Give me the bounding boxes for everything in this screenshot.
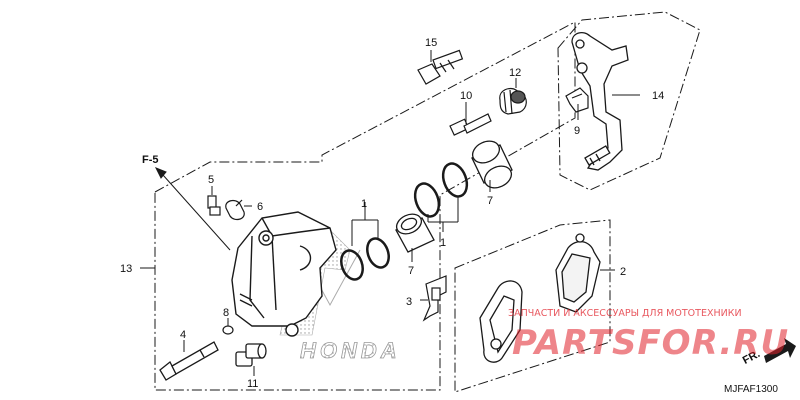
part-11-plug[interactable] — [235, 343, 267, 367]
reference-label-f5: F-5 — [142, 154, 159, 166]
caliper-body[interactable] — [231, 211, 337, 337]
leader-lines — [140, 50, 640, 376]
part-8-small-cap[interactable] — [222, 325, 234, 335]
callout-15: 15 — [425, 37, 437, 49]
callout-8: 8 — [223, 307, 229, 319]
callout-10: 10 — [460, 90, 472, 102]
part-7-piston-lower[interactable] — [393, 210, 435, 253]
part-1-seals-upper[interactable] — [411, 160, 471, 219]
watermark-logo-text: PARTSFOR.RU — [512, 323, 789, 363]
callout-7-upper: 7 — [487, 195, 493, 207]
part-12-boot[interactable] — [499, 87, 527, 115]
honda-brand-text: HONDA — [300, 338, 401, 363]
part-10-pin[interactable] — [449, 113, 492, 136]
callout-6: 6 — [257, 201, 263, 213]
callout-3: 3 — [406, 296, 412, 308]
part-5-bleeder[interactable] — [207, 195, 221, 216]
callout-13: 13 — [120, 263, 132, 275]
callout-11: 11 — [247, 378, 258, 390]
callout-12: 12 — [509, 67, 521, 79]
part-2-brake-pad-right[interactable] — [555, 233, 601, 313]
part-2-brake-pad-left[interactable] — [479, 280, 523, 363]
part-15-bolt[interactable] — [417, 49, 464, 85]
callout-1-upper: 1 — [361, 198, 367, 210]
part-6-cap[interactable] — [225, 199, 245, 221]
callout-9: 9 — [574, 125, 580, 137]
part-1-seals-lower[interactable] — [337, 235, 392, 282]
part-4-slide-pin[interactable] — [159, 341, 219, 381]
part-7-piston-upper[interactable] — [469, 137, 515, 192]
callout-2: 2 — [620, 266, 626, 278]
callout-4: 4 — [180, 329, 186, 341]
diagram-code: MJFAF1300 — [724, 384, 778, 395]
bracket-group-outline — [557, 11, 701, 191]
part-9-clip[interactable] — [565, 87, 589, 113]
callout-14: 14 — [652, 90, 664, 102]
group-outlines — [154, 11, 701, 393]
callout-5: 5 — [208, 174, 214, 186]
callout-numbers: 15 12 10 9 14 7 7 1 1 2 3 5 6 8 4 11 13 … — [120, 37, 664, 390]
part-14-caliper-bracket[interactable] — [571, 31, 629, 171]
part-3-pad-spring[interactable] — [422, 275, 447, 322]
callout-1-lower: 1 — [440, 237, 446, 249]
callout-7-lower: 7 — [408, 265, 414, 277]
watermark-tagline: ЗАПЧАСТИ И АКСЕССУАРЫ ДЛЯ МОТОТЕХНИКИ — [508, 308, 742, 319]
site-watermark: ЗАПЧАСТИ И АКСЕССУАРЫ ДЛЯ МОТОТЕХНИКИ PA… — [508, 308, 789, 363]
pad-group-outline — [454, 219, 611, 393]
